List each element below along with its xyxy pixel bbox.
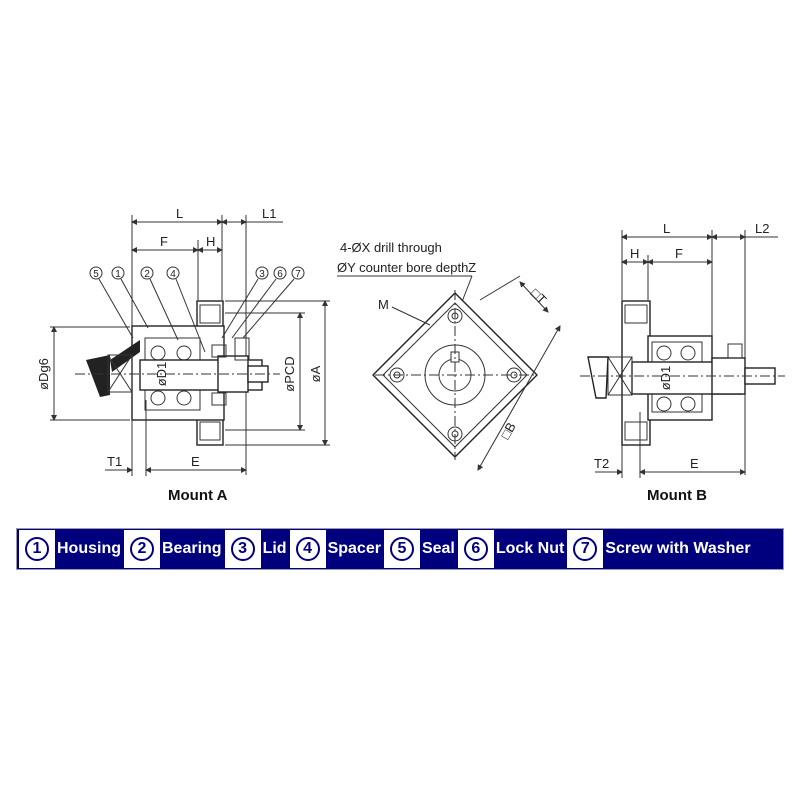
legend-label: Lid: [262, 540, 287, 557]
number-badge: 1: [25, 537, 49, 561]
dim-L: L: [176, 206, 183, 221]
dim-Dg6: øDg6: [36, 358, 51, 390]
drill-note-line2: ØY counter bore depthZ: [337, 260, 476, 275]
svg-text:2: 2: [144, 269, 150, 280]
dim-F-b: F: [675, 246, 683, 261]
dim-B: □B: [498, 420, 519, 442]
svg-text:3: 3: [259, 269, 265, 280]
legend-label: Bearing: [162, 540, 222, 557]
balloon-1: 1: [111, 266, 149, 329]
dim-A: øA: [308, 365, 323, 382]
drill-note-line1: 4-ØX drill through: [340, 240, 442, 255]
dim-L2: L2: [755, 221, 769, 236]
legend-label: Screw with Washer: [605, 540, 751, 557]
mount-a-drawing: L L1 F H øDg6 øD1: [36, 206, 330, 504]
svg-text:4: 4: [170, 269, 176, 280]
number-badge: 2: [130, 537, 154, 561]
dim-H-b: H: [630, 246, 639, 261]
balloon-4: 4: [166, 266, 206, 353]
number-badge: 5: [389, 537, 414, 561]
mount-b-drawing: L L2 H F øD1 T2 E Mount B: [580, 221, 785, 504]
dim-T2: T2: [594, 456, 609, 471]
legend-item-lid: 3 Lid: [224, 530, 290, 568]
svg-text:1: 1: [115, 269, 121, 280]
balloon-2: 2: [140, 266, 179, 341]
dim-E: E: [191, 454, 200, 469]
label-M: M: [378, 297, 389, 312]
dim-D1-b: øD1: [658, 366, 673, 391]
legend-item-housing: 1 Housing: [19, 530, 124, 568]
legend-label: Lock Nut: [495, 540, 565, 557]
svg-text:5: 5: [93, 269, 99, 280]
balloon-3: 3: [221, 266, 269, 339]
legend-item-seal: 5 Seal: [383, 530, 458, 568]
balloon-7: 7: [242, 266, 305, 339]
mount-a-caption: Mount A: [168, 487, 228, 504]
dim-D1: øD1: [154, 362, 169, 387]
number-badge: 7: [573, 537, 598, 561]
dim-H: H: [206, 234, 215, 249]
dim-E-b: E: [690, 456, 699, 471]
dim-PCD: øPCD: [282, 356, 297, 391]
number-badge: 4: [295, 537, 320, 561]
dim-F: F: [160, 234, 168, 249]
dim-T1: T1: [107, 454, 122, 469]
front-view-drawing: 4-ØX drill through ØY counter bore depth…: [337, 240, 561, 471]
dim-L-b: L: [663, 221, 670, 236]
legend-item-spacer: 4 Spacer: [289, 530, 384, 568]
balloon-5: 5: [89, 266, 134, 339]
parts-legend: 1 Housing 2 Bearing 3 Lid 4 Spacer 5 Seal 6 Lo…: [16, 528, 784, 570]
dim-L1: L1: [262, 206, 276, 221]
legend-label: Seal: [421, 540, 455, 557]
balloon-6: 6: [231, 266, 287, 339]
mount-b-caption: Mount B: [647, 487, 707, 504]
svg-text:6: 6: [277, 269, 283, 280]
number-badge: 3: [230, 537, 255, 561]
legend-label: Spacer: [327, 540, 381, 557]
dim-T: □T: [528, 286, 550, 308]
legend-label: Housing: [57, 540, 121, 557]
number-badge: 6: [463, 537, 488, 561]
legend-item-lock-nut: 6 Lock Nut: [457, 530, 567, 568]
svg-text:7: 7: [295, 269, 301, 280]
legend-item-screw-with-washer: 7 Screw with Washer: [567, 530, 753, 568]
legend-item-bearing: 2 Bearing: [124, 530, 225, 568]
